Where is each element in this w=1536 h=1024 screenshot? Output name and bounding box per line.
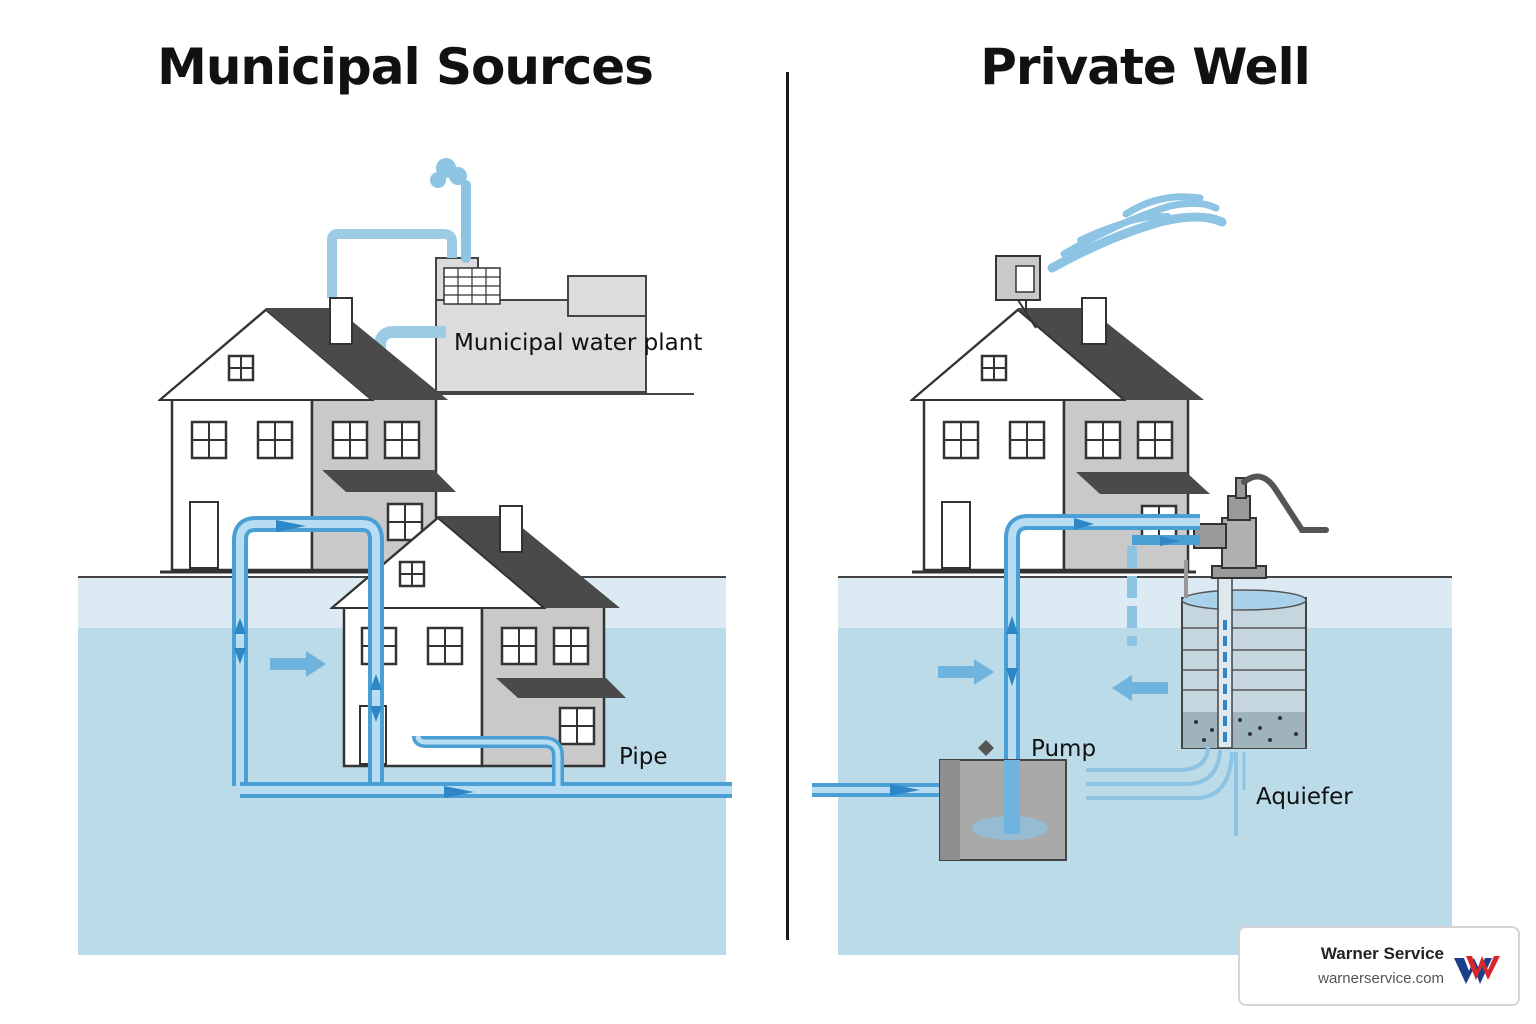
flow-arrow-icon — [234, 520, 474, 798]
well-shaft — [1181, 577, 1307, 749]
pump-box-icon — [939, 740, 1067, 861]
wind-icon — [1047, 193, 1227, 273]
house-icon — [909, 255, 1210, 574]
label-municipal-water-plant: Municipal water plant — [454, 330, 703, 356]
title-municipal: Municipal Sources — [157, 38, 654, 96]
pipe-network-left — [232, 516, 732, 798]
flow-arrow-icon — [890, 518, 1180, 796]
brand-logo-icon — [1452, 944, 1502, 994]
brand-url[interactable]: warnerservice.com — [1318, 970, 1444, 987]
house-icon — [157, 297, 456, 574]
title-private-well: Private Well — [980, 38, 1311, 96]
hand-pump-icon — [1193, 473, 1329, 579]
ground-water-right — [838, 576, 1452, 955]
brand-card[interactable]: Warner Service warnerservice.com — [1238, 926, 1520, 1006]
label-pipe: Pipe — [619, 744, 668, 770]
label-pump: Pump — [1031, 736, 1097, 762]
panel-divider — [786, 72, 789, 940]
brand-name: Warner Service — [1320, 944, 1444, 963]
label-aquifer: Aquiefer — [1256, 784, 1353, 810]
